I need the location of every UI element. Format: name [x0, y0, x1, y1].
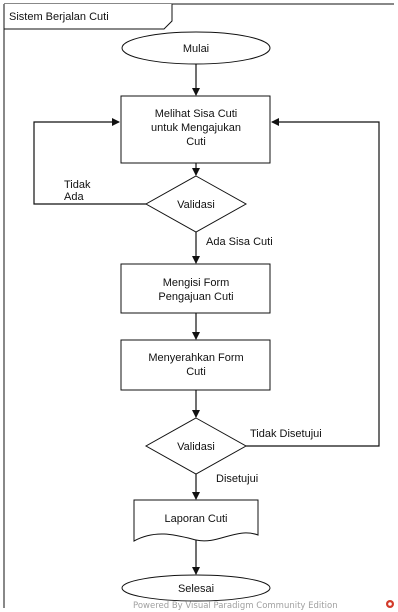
edge-not-approved-loop — [246, 118, 380, 447]
validation-1-label: Validasi — [177, 199, 215, 211]
edge-no-balance-loop — [33, 118, 146, 205]
end-label: Selesai — [178, 583, 214, 595]
frame-title: Sistem Berjalan Cuti — [9, 11, 109, 23]
check-leave-line-2: untuk Mengajukan — [151, 122, 241, 134]
report-label: Laporan Cuti — [165, 513, 228, 525]
edge-label-not-approved: Tidak Disetujui — [250, 428, 322, 440]
check-leave-line-3: Cuti — [186, 136, 206, 148]
fill-form-line-1: Mengisi Form — [163, 277, 230, 289]
edge-label-has-balance: Ada Sisa Cuti — [206, 236, 273, 248]
watermark-text: Powered By Visual Paradigm Community Edi… — [133, 601, 338, 611]
visual-paradigm-logo-icon — [386, 600, 394, 608]
submit-form-process[interactable]: Menyerahkan Form Cuti — [120, 339, 271, 391]
start-label: Mulai — [183, 43, 209, 55]
diagram-frame: Sistem Berjalan Cuti — [3, 3, 394, 608]
frame-title-tab — [3, 4, 173, 30]
submit-form-line-2: Cuti — [186, 366, 206, 378]
fill-form-process[interactable]: Mengisi Form Pengajuan Cuti — [120, 263, 271, 314]
validation-2-decision[interactable]: Validasi — [144, 417, 248, 475]
report-document[interactable]: Laporan Cuti — [133, 499, 259, 542]
end-node[interactable]: Selesai — [121, 574, 271, 602]
start-node[interactable]: Mulai — [121, 31, 271, 65]
validation-2-label: Validasi — [177, 441, 215, 453]
submit-form-line-1: Menyerahkan Form — [148, 352, 243, 364]
fill-form-line-2: Pengajuan Cuti — [158, 291, 233, 303]
edge-label-no-balance-2: Ada — [64, 191, 84, 203]
validation-1-decision[interactable]: Validasi — [144, 175, 248, 233]
check-leave-line-1: Melihat Sisa Cuti — [155, 108, 238, 120]
check-leave-process[interactable]: Melihat Sisa Cuti untuk Mengajukan Cuti — [120, 95, 271, 164]
edge-label-approved: Disetujui — [216, 473, 258, 485]
edge-label-no-balance-1: Tidak — [64, 179, 91, 191]
